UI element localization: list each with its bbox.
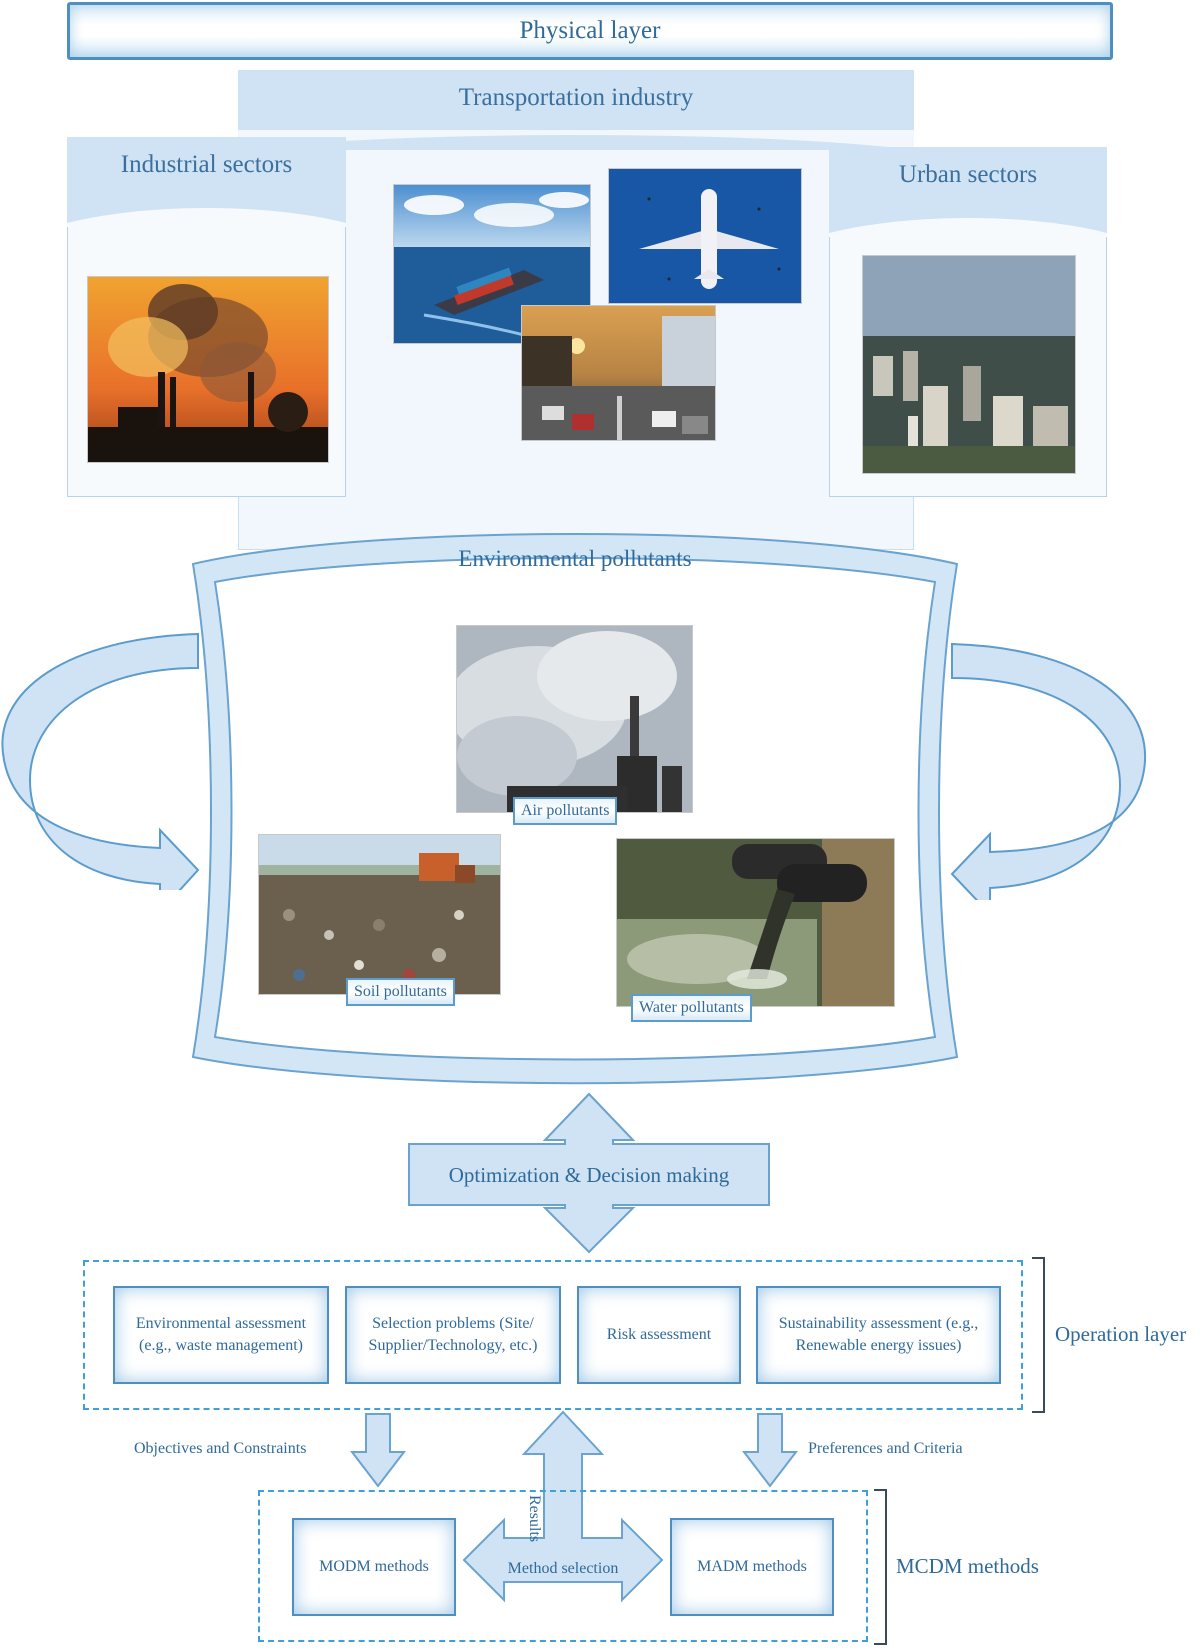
urban-sectors-label: Urban sectors xyxy=(899,161,1037,189)
soil-pollutants-tag: Soil pollutants xyxy=(346,978,455,1006)
water-pollutants-tag: Water pollutants xyxy=(631,994,752,1022)
pollutants-title: Environmental pollutants xyxy=(385,544,765,574)
airplane-image xyxy=(608,168,802,304)
sustainability-assessment-box: Sustainability assessment (e.g., Renewab… xyxy=(756,1286,1001,1384)
mcdm-methods-label: MCDM methods xyxy=(896,1554,1039,1579)
objectives-down-arrow xyxy=(350,1412,406,1488)
operation-layer-bracket xyxy=(1030,1256,1050,1414)
optimization-label: Optimization & Decision making xyxy=(409,1145,769,1205)
left-cycle-arrow xyxy=(0,630,200,890)
industrial-smokestacks-image xyxy=(87,276,329,463)
environmental-assessment-box: Environmental assessment (e.g., waste ma… xyxy=(113,1286,329,1384)
air-pollutants-image xyxy=(456,625,693,813)
selection-problems-box: Selection problems (Site/ Supplier/Techn… xyxy=(345,1286,561,1384)
water-pollutants-image xyxy=(616,838,895,1007)
risk-assessment-box: Risk assessment xyxy=(577,1286,741,1384)
soil-pollutants-image xyxy=(258,834,501,995)
physical-layer-banner: Physical layer xyxy=(67,2,1113,60)
industrial-header-curve xyxy=(67,203,346,227)
air-pollutants-tag: Air pollutants xyxy=(513,797,617,825)
modm-methods-box: MODM methods xyxy=(292,1518,456,1616)
city-skyline-image xyxy=(862,255,1076,474)
operation-layer-label: Operation layer xyxy=(1055,1322,1186,1347)
urban-header-curve xyxy=(829,213,1107,237)
industrial-sectors-label: Industrial sectors xyxy=(121,151,292,179)
preferences-criteria-label: Preferences and Criteria xyxy=(808,1440,963,1458)
physical-layer-label: Physical layer xyxy=(520,17,661,45)
madm-methods-box: MADM methods xyxy=(670,1518,834,1616)
transportation-label: Transportation industry xyxy=(459,84,694,112)
mcdm-bracket xyxy=(872,1488,892,1646)
traffic-jam-image xyxy=(521,305,716,441)
right-cycle-arrow xyxy=(950,640,1150,900)
preferences-down-arrow xyxy=(742,1412,798,1488)
objectives-constraints-label: Objectives and Constraints xyxy=(134,1440,306,1458)
